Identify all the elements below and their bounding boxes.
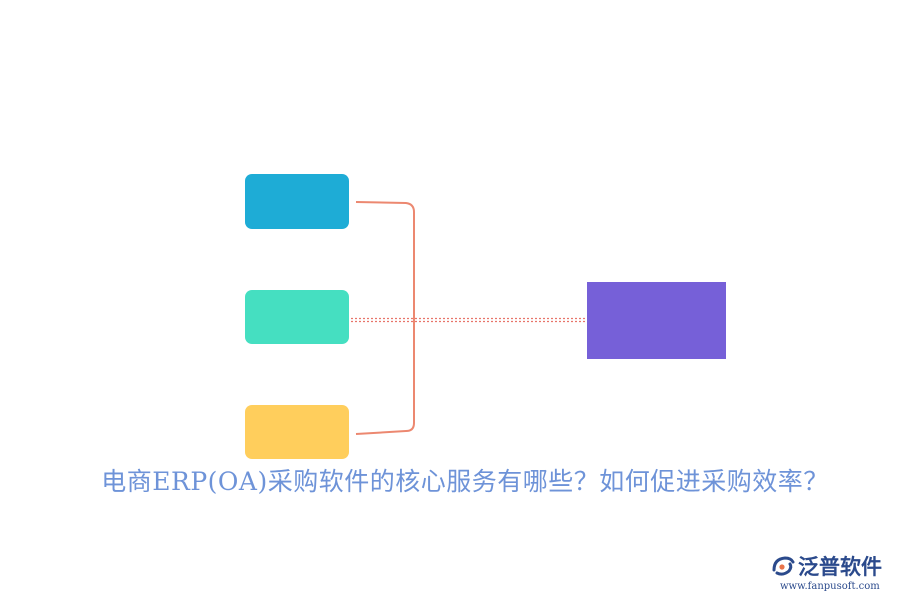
category-box-1 xyxy=(245,174,349,229)
brand-logo: 泛普软件 www.fanpusoft.com xyxy=(766,552,896,596)
brand-url: www.fanpusoft.com xyxy=(780,581,880,592)
brand-name: 泛普软件 xyxy=(798,555,882,579)
fanpu-logo-icon xyxy=(772,556,795,576)
diagram-caption: 电商ERP(OA)采购软件的核心服务有哪些？如何促进采购效率？ xyxy=(101,467,829,496)
category-box-2 xyxy=(245,290,349,344)
bracket-connector xyxy=(355,201,415,435)
target-box xyxy=(587,282,726,359)
category-box-3 xyxy=(245,405,349,459)
